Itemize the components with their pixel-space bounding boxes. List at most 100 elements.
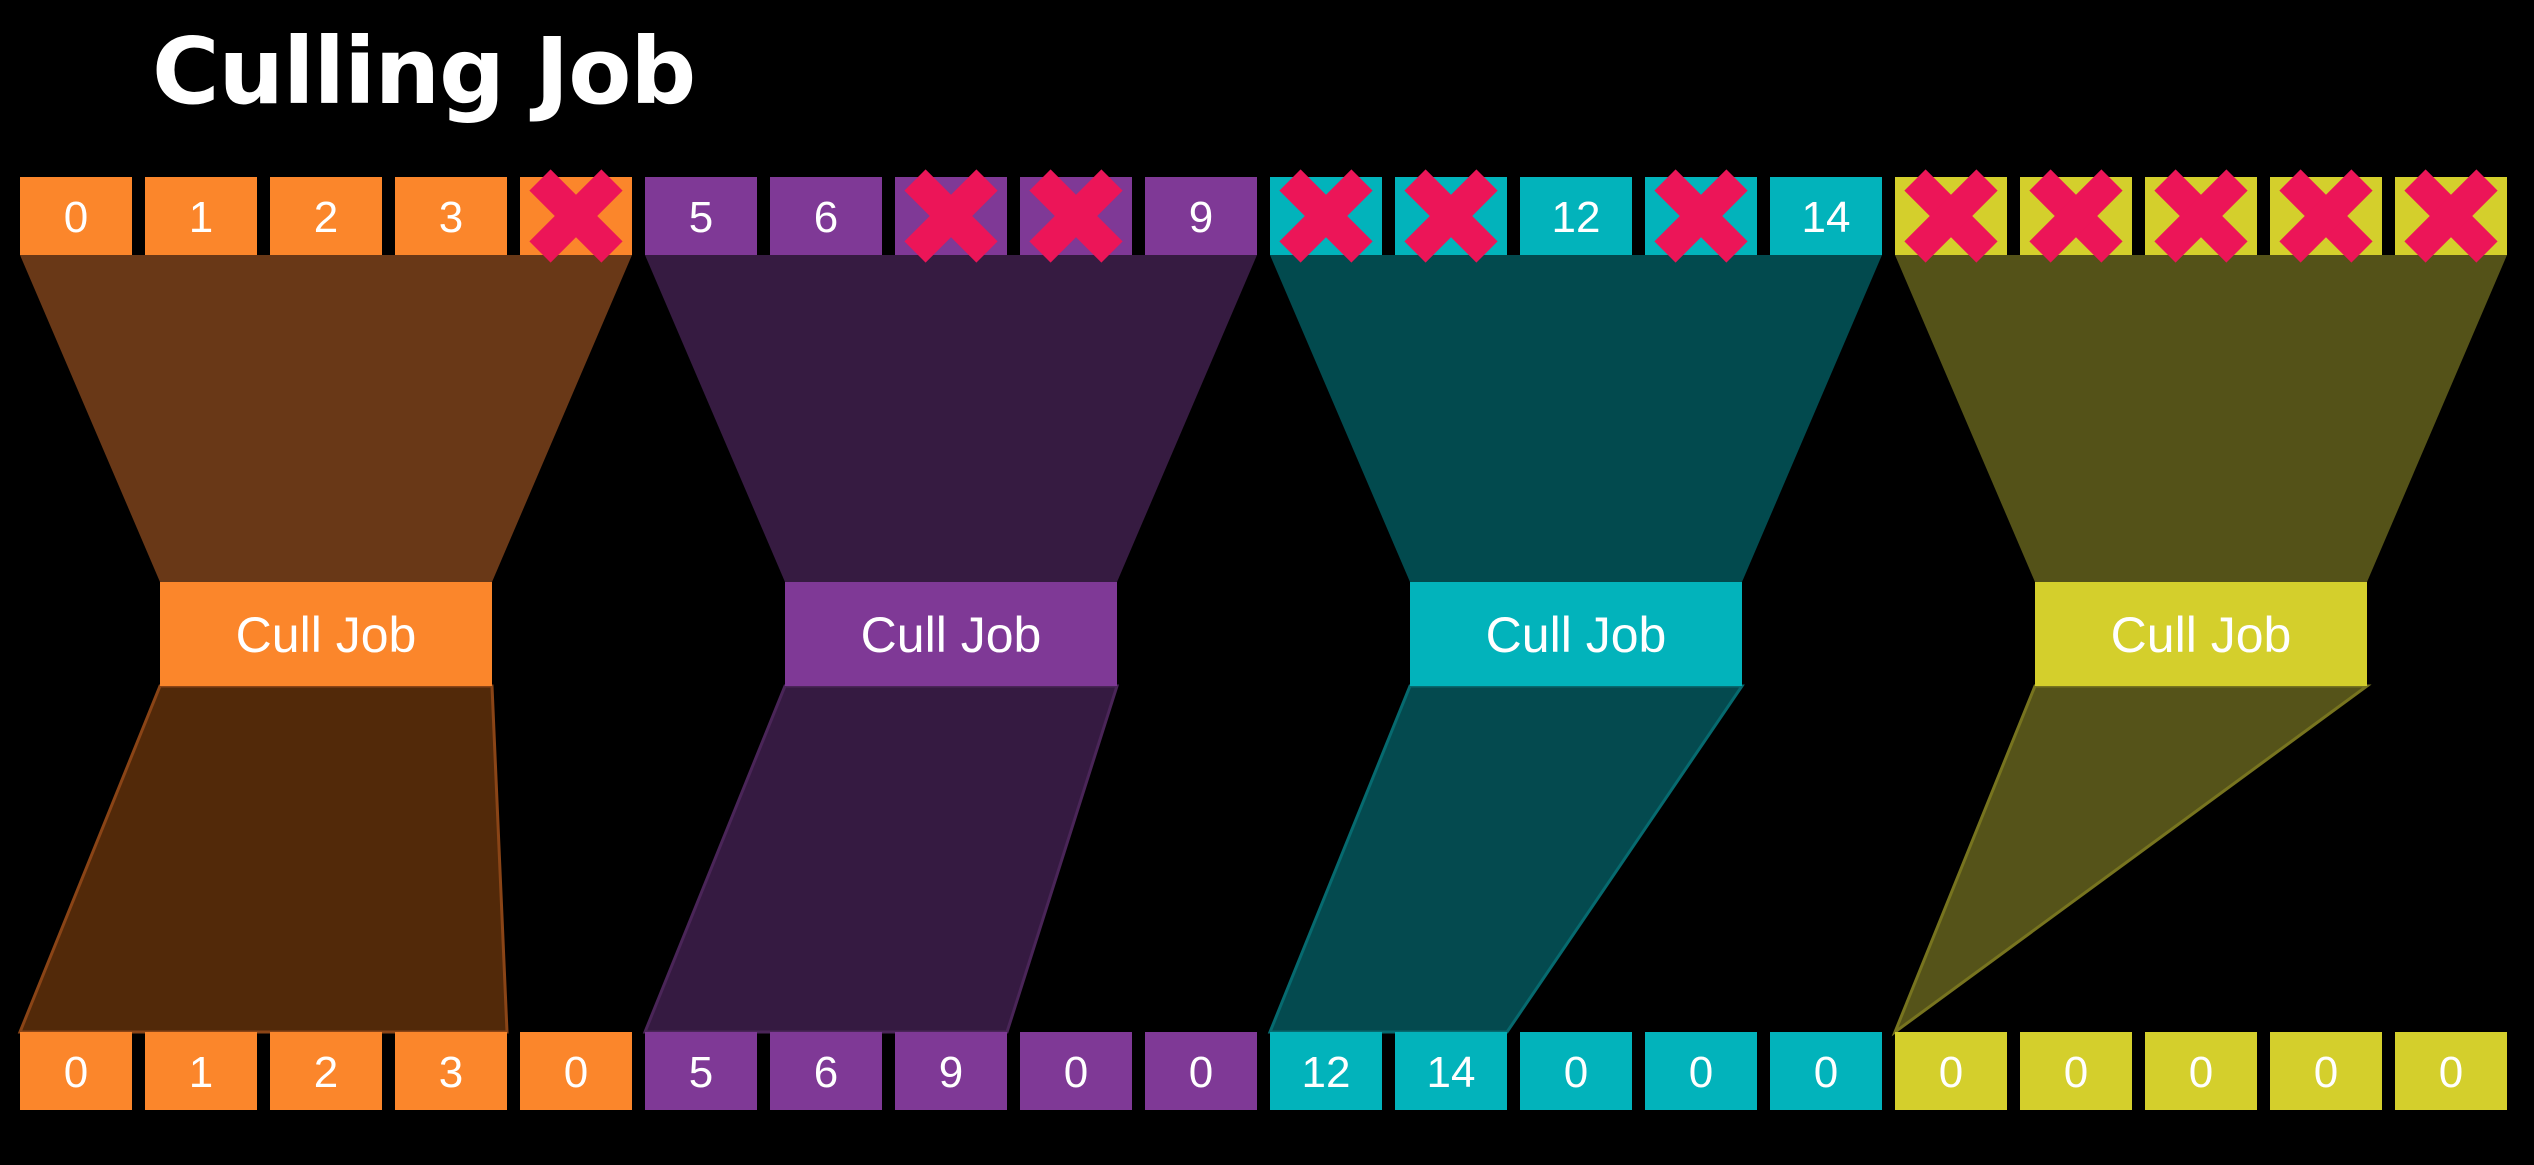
page-title: Culling Job [152,18,696,125]
output-cell-box [1895,1032,2007,1110]
cull-job-box [160,582,492,686]
cull-job-box [1410,582,1742,686]
output-cell: 0 [2145,1032,2257,1110]
x-mark-icon [1404,169,1498,263]
input-cell-box [395,177,507,255]
input-cell-box [20,177,132,255]
input-cell: 6 [770,177,882,255]
input-funnel [20,255,632,582]
output-cell: 12 [1270,1032,1382,1110]
input-cell-box [1520,177,1632,255]
output-cell-box [1020,1032,1132,1110]
output-funnel [17,684,509,1034]
output-cell-label: 0 [2189,1048,2213,1097]
output-cell-label: 0 [1939,1048,1963,1097]
output-cell: 0 [2395,1032,2507,1110]
output-cell-box [1270,1032,1382,1110]
output-cell: 14 [1395,1032,1507,1110]
output-cell: 2 [270,1032,382,1110]
output-cell: 0 [20,1032,132,1110]
input-cell: 2 [270,177,382,255]
input-cell: 12 [1520,177,1632,255]
output-cell: 0 [1520,1032,1632,1110]
output-cell: 0 [1895,1032,2007,1110]
output-cell: 0 [520,1032,632,1110]
output-cell-box [1770,1032,1882,1110]
cull-job-label: Cull Job [236,607,417,663]
input-cell-label: 3 [439,193,463,242]
output-cell-box [895,1032,1007,1110]
output-cell-box [2395,1032,2507,1110]
input-cell-label: 6 [814,193,838,242]
input-cell-label: 0 [64,193,88,242]
input-cell [1270,169,1382,263]
input-funnel [645,255,1257,582]
output-funnel [1267,684,1745,1034]
input-cell: 9 [1145,177,1257,255]
output-cell: 0 [1020,1032,1132,1110]
input-funnel [1895,255,2507,582]
input-funnel [1270,255,1882,582]
cull-job-label: Cull Job [861,607,1042,663]
cull-job: Cull Job [785,582,1117,686]
input-cell-label: 5 [689,193,713,242]
output-cell-label: 1 [189,1048,213,1097]
x-mark-icon [2404,169,2498,263]
output-cell: 6 [770,1032,882,1110]
input-cell [895,169,1007,263]
output-cell-label: 0 [1189,1048,1213,1097]
cull-job-label: Cull Job [2111,607,2292,663]
input-cell-label: 12 [1552,193,1601,242]
x-mark-icon [904,169,998,263]
cull-job: Cull Job [1410,582,1742,686]
input-cell-box [645,177,757,255]
output-cell-box [645,1032,757,1110]
input-cell-box [1145,177,1257,255]
x-mark-icon [529,169,623,263]
output-cell-label: 6 [814,1048,838,1097]
output-cell: 1 [145,1032,257,1110]
output-cell-label: 0 [64,1048,88,1097]
output-cell: 0 [1645,1032,1757,1110]
output-cell-box [270,1032,382,1110]
output-cell-label: 0 [1564,1048,1588,1097]
x-mark-icon [1279,169,1373,263]
input-cell [2395,169,2507,263]
input-cell-label: 1 [189,193,213,242]
output-cell: 0 [1770,1032,1882,1110]
output-cell-label: 3 [439,1048,463,1097]
output-cell-box [1395,1032,1507,1110]
output-cell: 0 [2270,1032,2382,1110]
output-cell-box [2145,1032,2257,1110]
group-3: Cull Job 0 0 0 0 0 [1891,169,2507,1110]
input-cell-box [145,177,257,255]
output-cell-box [1145,1032,1257,1110]
output-cell-label: 12 [1302,1048,1351,1097]
output-cell: 5 [645,1032,757,1110]
cull-job: Cull Job [160,582,492,686]
input-cell-label: 2 [314,193,338,242]
x-mark-icon [2029,169,2123,263]
input-cell-box [770,177,882,255]
cull-job: Cull Job [2035,582,2367,686]
output-funnel [1891,684,2372,1037]
output-cell-box [520,1032,632,1110]
output-cell-box [20,1032,132,1110]
output-cell-label: 0 [2064,1048,2088,1097]
x-mark-icon [1654,169,1748,263]
output-cell-label: 0 [2314,1048,2338,1097]
input-cell: 5 [645,177,757,255]
input-cell [2020,169,2132,263]
input-cell [1645,169,1757,263]
input-cell-label: 9 [1189,193,1213,242]
input-cell-box [1770,177,1882,255]
input-cell [2145,169,2257,263]
output-cell-label: 0 [1064,1048,1088,1097]
input-cell-label: 14 [1802,193,1851,242]
output-cell: 0 [2020,1032,2132,1110]
input-cell-box [270,177,382,255]
output-cell-label: 14 [1427,1048,1476,1097]
input-cell [1395,169,1507,263]
